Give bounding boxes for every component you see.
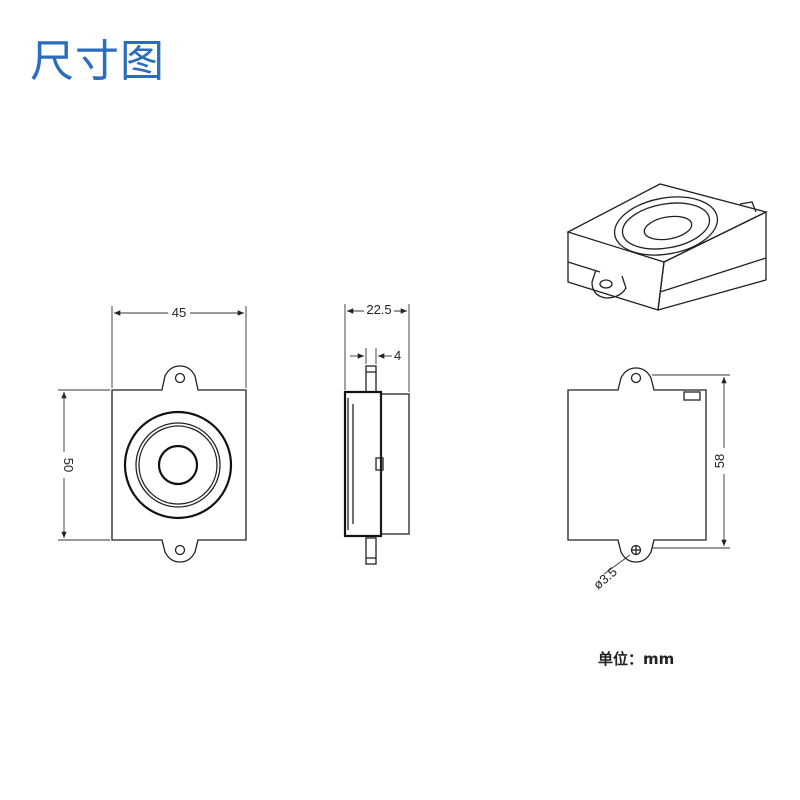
front-view: [58, 306, 247, 563]
dim-side-depth: 22.5: [366, 302, 391, 317]
page-title: 尺寸图: [30, 36, 165, 87]
side-view: [343, 304, 410, 565]
rear-view: [567, 367, 730, 575]
dim-rear-height: 58: [712, 454, 727, 468]
isometric-view: [566, 183, 768, 311]
dim-hole-diameter: ø3.5: [590, 564, 620, 592]
unit-label: 单位：mm: [598, 650, 675, 668]
dim-front-height: 50: [61, 458, 76, 472]
dim-front-width: 45: [172, 305, 186, 320]
dim-side-flange: 4: [394, 348, 401, 363]
